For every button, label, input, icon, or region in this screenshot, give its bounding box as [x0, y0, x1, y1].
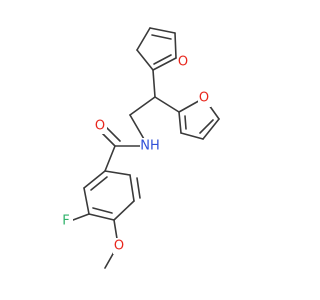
bond [178, 111, 182, 134]
bond [184, 115, 187, 130]
atom-labels: O NH O O F O [60, 54, 211, 254]
label-background [113, 238, 126, 254]
bond [129, 174, 135, 202]
bond [151, 34, 172, 40]
label-background [198, 91, 211, 107]
bond [136, 27, 151, 51]
label-background [140, 138, 162, 154]
bond [129, 96, 156, 116]
molecule-structure: O NH O O F O [60, 27, 220, 269]
bond [83, 187, 90, 215]
amide-oxygen-label: O [95, 119, 105, 134]
bond [202, 118, 220, 140]
bond [90, 176, 108, 191]
bond [152, 57, 177, 71]
bond [154, 96, 180, 113]
bond [104, 125, 121, 142]
bonds [72, 27, 220, 269]
lower-furan-oxygen-label: O [199, 91, 209, 106]
bond [88, 213, 115, 221]
bond [152, 69, 156, 98]
bond [72, 213, 90, 221]
fluorine-label: F [62, 214, 69, 229]
label-background [60, 213, 73, 229]
bond [136, 177, 141, 199]
bond [180, 132, 204, 140]
bond [104, 145, 116, 172]
bond [199, 119, 214, 134]
methoxy-oxygen-label: O [114, 239, 124, 254]
bond [136, 49, 154, 71]
bond [92, 207, 113, 214]
bond [113, 200, 135, 221]
bond [83, 170, 106, 189]
bond [104, 170, 131, 176]
molecule-canvas: O NH O O F O [60, 27, 220, 269]
bond [149, 27, 176, 34]
bond [174, 32, 177, 59]
label-background [177, 54, 190, 70]
amide-nh-label: NH [140, 139, 160, 154]
upper-furan-oxygen-label: O [178, 55, 188, 70]
bond [153, 54, 172, 65]
label-background [94, 118, 107, 134]
